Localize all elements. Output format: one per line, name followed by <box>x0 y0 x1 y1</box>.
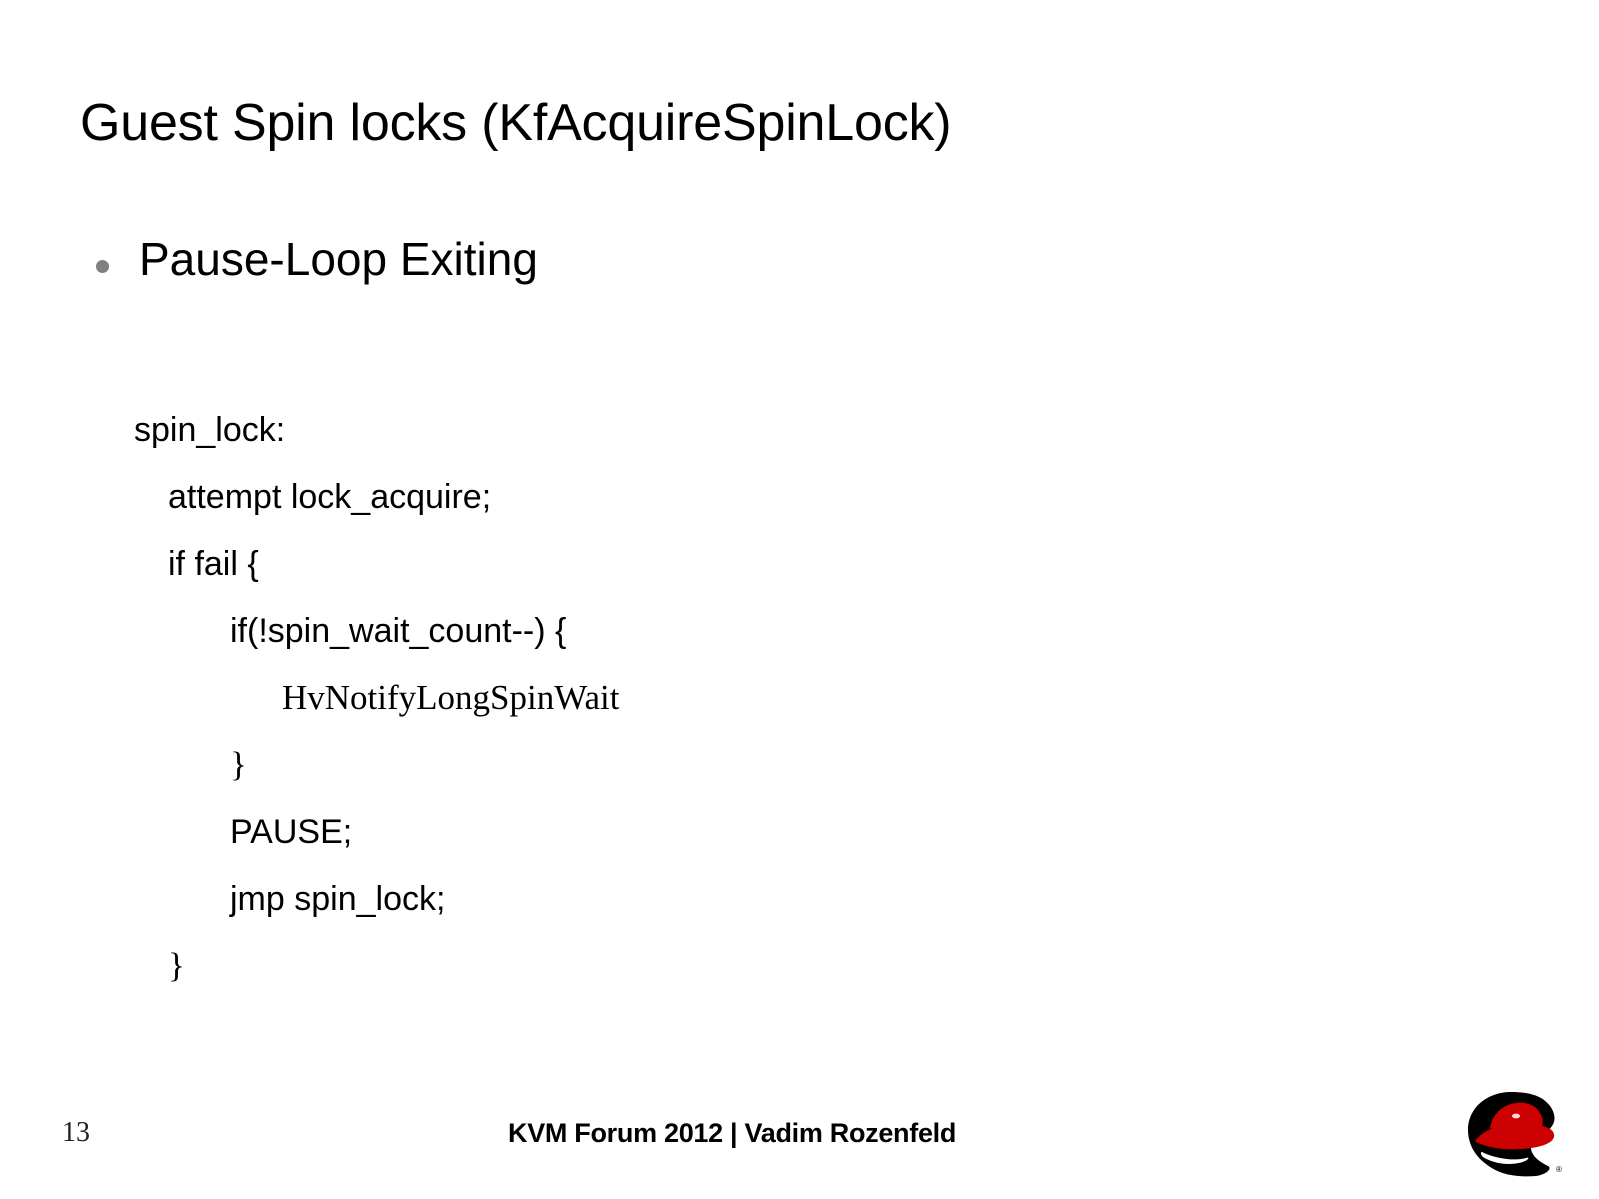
svg-text:®: ® <box>1556 1165 1562 1174</box>
bullet-item-label: Pause-Loop Exiting <box>139 233 538 285</box>
red-hat-shadowman-logo: ® <box>1456 1088 1566 1184</box>
code-line: if fail { <box>168 544 259 583</box>
bullet-list: Pause-Loop Exiting <box>96 232 1396 296</box>
code-line: HvNotifyLongSpinWait <box>282 678 620 717</box>
pseudocode-block: spin_lock: attempt lock_acquire; if fail… <box>134 396 1394 999</box>
footer-center-text: KVM Forum 2012 | Vadim Rozenfeld <box>508 1118 957 1148</box>
code-line: } <box>168 946 185 985</box>
code-line: jmp spin_lock; <box>230 879 446 918</box>
bullet-dot-icon <box>96 260 109 273</box>
page-title: Guest Spin locks (KfAcquireSpinLock) <box>80 94 952 152</box>
code-line: if(!spin_wait_count--) { <box>230 611 567 650</box>
list-item: Pause-Loop Exiting <box>96 232 1396 286</box>
code-line: spin_lock: <box>134 410 286 449</box>
code-line: PAUSE; <box>230 812 353 851</box>
code-line: attempt lock_acquire; <box>168 477 492 516</box>
code-line: } <box>230 745 247 784</box>
footer-page-number: 13 <box>62 1117 90 1148</box>
